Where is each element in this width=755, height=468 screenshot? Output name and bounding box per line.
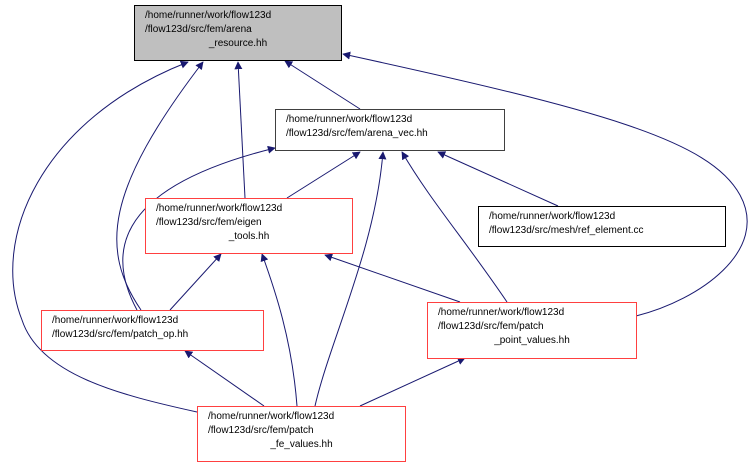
edge-patch-point-values-to-eigen-tools xyxy=(324,253,461,303)
node-line: _point_values.hh xyxy=(494,335,570,346)
node-line: /flow123d/src/fem/patch_op.hh xyxy=(52,329,189,340)
edge-patch-fe-values-to-arena-vec xyxy=(314,151,387,407)
edge-patch-point-values-to-arena-vec xyxy=(401,151,508,303)
node-line: /flow123d/src/mesh/ref_element.cc xyxy=(489,225,644,236)
node-line: /home/runner/work/flow123d xyxy=(145,10,272,21)
node-line: /flow123d/src/fem/patch xyxy=(208,425,314,436)
edge-patch-op-to-arena-resource xyxy=(116,61,204,311)
node-line: /home/runner/work/flow123d xyxy=(156,203,283,214)
node-patch-fe-values[interactable]: /home/runner/work/flow123d /flow123d/src… xyxy=(197,406,406,462)
edge-eigen-tools-to-arena-vec xyxy=(286,151,361,199)
node-eigen-tools[interactable]: /home/runner/work/flow123d /flow123d/src… xyxy=(145,198,353,254)
edge-patch-point-values-to-arena-resource xyxy=(342,51,748,317)
edge-ref-element-to-arena-vec xyxy=(437,151,559,207)
node-line: /home/runner/work/flow123d xyxy=(52,315,179,326)
node-line: _resource.hh xyxy=(208,38,268,49)
edge-patch-op-to-arena-vec xyxy=(122,145,276,311)
edge-patch-fe-values-to-arena-resource xyxy=(12,60,198,413)
node-line: _fe_values.hh xyxy=(270,439,333,450)
node-line: /home/runner/work/flow123d xyxy=(438,307,565,318)
edge-patch-fe-values-to-eigen-tools xyxy=(260,253,298,407)
node-ref-element[interactable]: /home/runner/work/flow123d /flow123d/src… xyxy=(478,206,726,247)
node-line: /flow123d/src/fem/arena xyxy=(145,24,252,35)
node-arena-resource[interactable]: /home/runner/work/flow123d /flow123d/src… xyxy=(134,5,342,61)
edge-patch-fe-values-to-patch-op xyxy=(184,350,265,407)
node-line: /flow123d/src/fem/eigen xyxy=(156,217,262,228)
node-line: /home/runner/work/flow123d xyxy=(489,211,616,222)
node-patch-op[interactable]: /home/runner/work/flow123d /flow123d/src… xyxy=(41,310,264,351)
node-patch-point-values[interactable]: /home/runner/work/flow123d /flow123d/src… xyxy=(427,302,637,359)
node-line: /flow123d/src/fem/patch xyxy=(438,321,544,332)
edge-arena-vec-to-arena-resource xyxy=(284,60,361,110)
edge-patch-fe-values-to-patch-point-values xyxy=(359,357,466,407)
node-arena-vec[interactable]: /home/runner/work/flow123d /flow123d/src… xyxy=(275,109,505,151)
edge-patch-op-to-eigen-tools xyxy=(169,253,222,311)
edge-eigen-tools-to-arena-resource xyxy=(234,61,246,199)
node-line: _tools.hh xyxy=(228,231,270,242)
node-line: /home/runner/work/flow123d xyxy=(286,114,413,125)
node-line: /flow123d/src/fem/arena_vec.hh xyxy=(286,128,428,139)
node-line: /home/runner/work/flow123d xyxy=(208,411,335,422)
